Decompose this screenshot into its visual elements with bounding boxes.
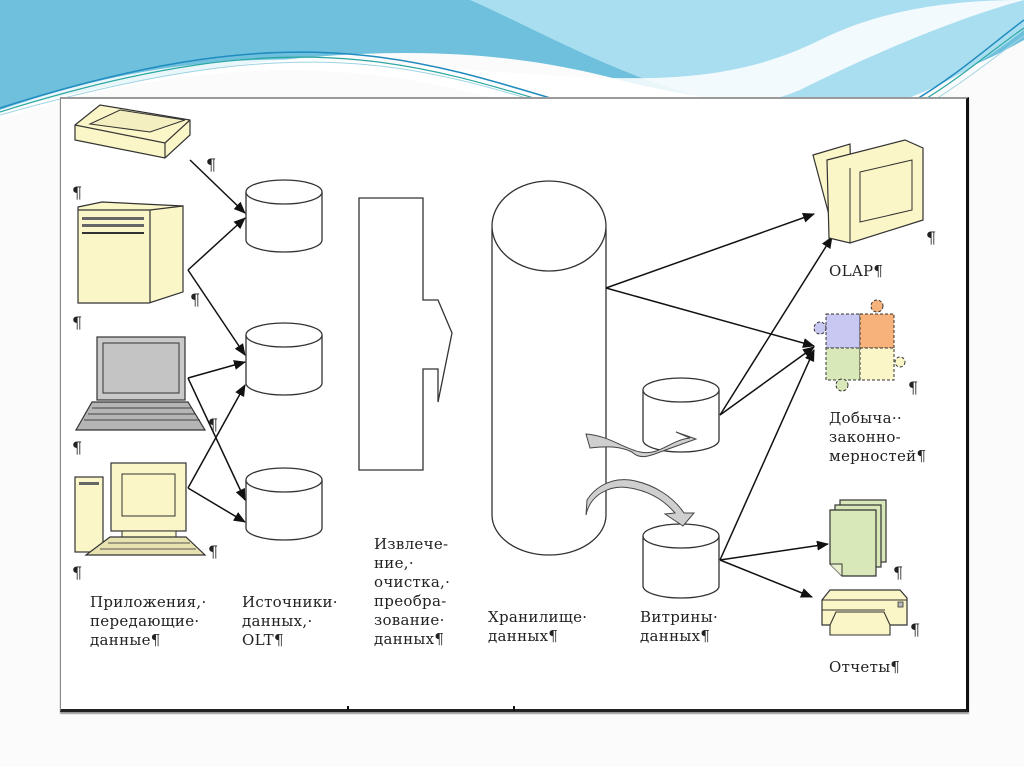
background-wave-decoration <box>0 0 1024 120</box>
arrow-laptop-oltp2 <box>187 360 246 379</box>
label-etl: Извлече- ние,· очистка,· преобра- зовани… <box>374 535 451 648</box>
pilcrow-mark: ¶ <box>208 542 219 561</box>
label-data-mining: Добыча·· законно- мерностей¶ <box>829 409 927 465</box>
pilcrow-mark: ¶ <box>908 378 919 397</box>
arrow-mart2-docs <box>719 540 829 561</box>
arrow-warehouse-mining <box>605 287 815 348</box>
arrow-warehouse-olap <box>605 212 815 289</box>
pilcrow-mark: ¶ <box>72 563 83 582</box>
arrow-mart1-olap <box>719 236 833 416</box>
oltp-source-cylinder <box>245 322 323 396</box>
etl-block-arrow <box>358 197 453 471</box>
pilcrow-mark: ¶ <box>72 183 83 202</box>
pilcrow-mark: ¶ <box>206 155 217 174</box>
label-data-warehouse: Хранилище· данных¶ <box>488 608 588 645</box>
curved-arrow-warehouse-mart2 <box>585 479 696 527</box>
curved-arrow-warehouse-mart1 <box>585 431 698 458</box>
data-mart-cylinder <box>642 523 720 599</box>
oltp-source-cylinder <box>245 179 323 253</box>
oltp-source-cylinder <box>245 467 323 541</box>
pilcrow-mark: ¶ <box>72 438 83 457</box>
arrow-server-oltp1 <box>187 217 246 271</box>
label-data-marts: Витрины· данных¶ <box>640 608 719 645</box>
label-reports: Отчеты¶ <box>829 658 901 676</box>
data-warehouse-cylinder <box>491 180 607 556</box>
desktop-pc-icon <box>74 462 207 556</box>
laptop-icon <box>74 336 207 431</box>
label-source-applications: Приложения,· передающие· данные¶ <box>90 593 207 649</box>
arrow-mart2-printer <box>719 559 813 598</box>
pilcrow-mark: ¶ <box>72 313 83 332</box>
arrow-pc-oltp3 <box>187 487 246 523</box>
output-arrows <box>605 212 833 598</box>
olap-monitor-icon <box>812 139 924 244</box>
arrow-mart2-mining <box>719 349 815 561</box>
pilcrow-mark: ¶ <box>190 290 201 309</box>
data-mart-cylinder <box>642 377 720 453</box>
data-mining-puzzle-icon <box>813 299 906 392</box>
source-arrows <box>187 159 246 523</box>
arrow-pc-oltp2 <box>187 384 246 489</box>
pilcrow-mark: ¶ <box>910 620 921 639</box>
label-olap: OLAP¶ <box>829 262 884 280</box>
reports-documents-icon <box>829 499 887 577</box>
arrow-laptop-oltp3 <box>187 377 246 501</box>
arrow-scanner-oltp1 <box>189 159 246 214</box>
arrow-mart1-mining <box>719 346 815 416</box>
reports-printer-icon <box>821 589 908 636</box>
server-icon <box>77 201 184 304</box>
pilcrow-mark: ¶ <box>208 415 219 434</box>
label-oltp-sources: Источники· данных,· OLT¶ <box>242 593 338 649</box>
arrow-server-oltp2 <box>187 269 246 356</box>
pilcrow-mark: ¶ <box>893 563 904 582</box>
pilcrow-mark: ¶ <box>926 228 937 247</box>
frame-bottom-tick <box>347 706 515 711</box>
scanner-icon <box>74 104 191 159</box>
